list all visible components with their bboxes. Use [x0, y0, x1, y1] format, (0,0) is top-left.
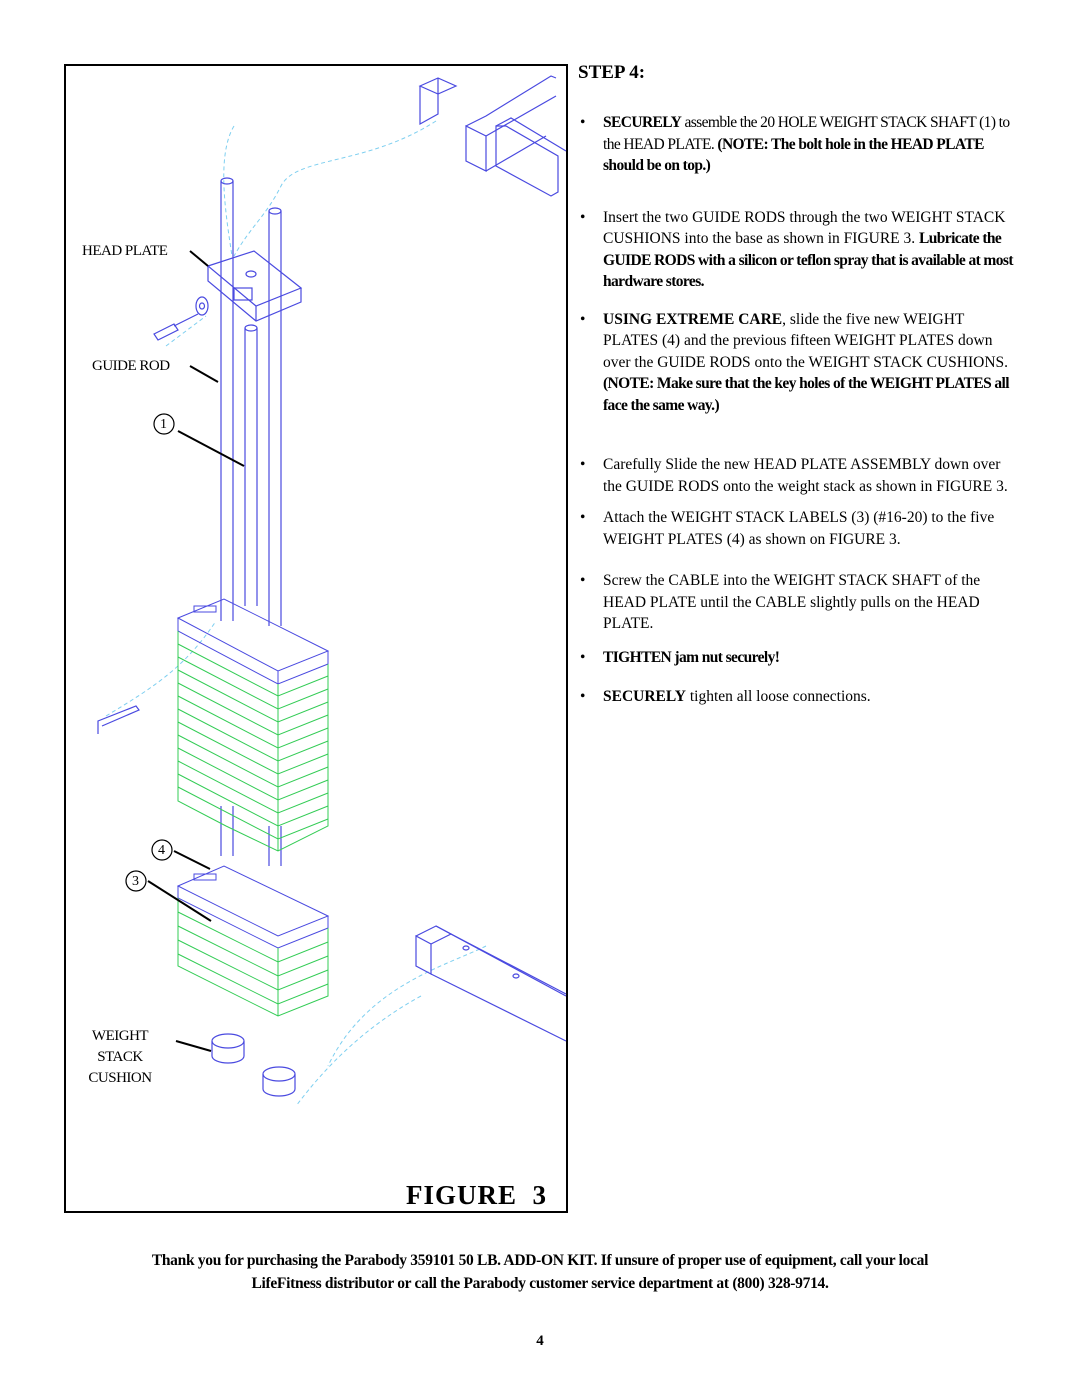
bullet-icon: •	[580, 572, 586, 589]
instruction-lead: TIGHTEN jam nut securely!	[603, 648, 780, 666]
part-number-circles	[125, 413, 175, 892]
callout-cushion-line-1: WEIGHT	[91, 1028, 149, 1044]
instruction-text: assemble the 20 HOLE WEIGHT STACK SHAFT …	[603, 114, 1010, 153]
cable-path	[105, 120, 487, 1107]
instruction-lead: SECURELY	[603, 688, 686, 705]
part-number-4: 4	[158, 843, 165, 858]
footer-note: Thank you for purchasing the Parabody 35…	[60, 1249, 1020, 1295]
callout-cushion-line-3: CUSHION	[88, 1070, 152, 1086]
footer-line-1: Thank you for purchasing the Parabody 35…	[151, 1252, 929, 1269]
selector-pin	[97, 705, 140, 734]
instruction-text: tighten all loose connections.	[686, 688, 871, 705]
part-number-1: 1	[160, 417, 167, 432]
callout-head-plate: HEAD PLATE	[82, 243, 168, 259]
step-title: STEP 4:	[578, 62, 646, 83]
guide-rods	[220, 177, 282, 866]
instruction-text: Screw the CABLE into the WEIGHT STACK SH…	[603, 572, 981, 632]
figure-caption: FIGURE 3	[406, 1180, 548, 1210]
instruction-text: Insert the two GUIDE RODS through the tw…	[603, 208, 1006, 248]
instruction-lead: SECURELY	[603, 114, 682, 131]
callout-guide-rod: GUIDE ROD	[92, 358, 170, 374]
instruction-item: • Insert the two GUIDE RODS through the …	[578, 207, 1023, 293]
bolt-washer	[153, 296, 209, 341]
bullet-icon: •	[580, 509, 586, 526]
bullet-icon: •	[580, 648, 585, 666]
bullet-icon: •	[580, 688, 586, 705]
frame-tube-top	[418, 75, 567, 197]
callout-cushion-line-2: STACK	[97, 1049, 143, 1065]
weight-stack-cushions	[211, 1033, 296, 1097]
weight-stack-shaft	[244, 324, 258, 606]
weight-stack-upper	[176, 598, 330, 852]
instruction-text: Attach the WEIGHT STACK LABELS (3) (#16-…	[603, 509, 995, 548]
instruction-note: Lubricate the GUIDE RODS with a silicon …	[603, 230, 1014, 290]
callout-weight-stack-cushion: WEIGHT STACK CUSHION	[78, 1026, 162, 1089]
bullet-icon: •	[580, 310, 586, 328]
figure-3-frame: HEAD PLATE GUIDE ROD WEIGHT STACK CUSHIO…	[64, 64, 568, 1213]
page-number: 4	[536, 1333, 544, 1349]
assembly-diagram	[97, 75, 567, 1107]
frame-tube-bottom	[415, 925, 567, 1042]
head-plate	[206, 250, 303, 322]
instruction-item: • SECURELY tighten all loose connections…	[578, 686, 1023, 708]
bullet-icon: •	[580, 114, 585, 131]
instruction-text: Carefully Slide the new HEAD PLATE ASSEM…	[603, 456, 1008, 495]
instruction-item: • USING EXTREME CARE, slide the five new…	[578, 309, 1023, 417]
footer-line-2: LifeFitness distributor or call the Para…	[251, 1275, 829, 1292]
instruction-note: (NOTE: The bolt hole in the HEAD PLATE s…	[603, 135, 984, 175]
instruction-item: • SECURELY assemble the 20 HOLE WEIGHT S…	[578, 112, 1023, 177]
part-number-3: 3	[132, 874, 139, 889]
instruction-item: • Screw the CABLE into the WEIGHT STACK …	[578, 570, 1023, 635]
bullet-icon: •	[580, 456, 586, 473]
weight-stack-lower	[176, 865, 330, 1017]
bullet-icon: •	[580, 208, 586, 226]
leader-lines	[147, 250, 245, 1052]
step-instructions: STEP 4: • SECURELY assemble the 20 HOLE …	[578, 62, 1023, 708]
instruction-lead: USING EXTREME CARE	[603, 310, 783, 328]
instruction-item: • Attach the WEIGHT STACK LABELS (3) (#1…	[578, 507, 1023, 550]
instruction-item: • Carefully Slide the new HEAD PLATE ASS…	[578, 454, 1023, 497]
instruction-text: , slide the five new WEIGHT PLATES (4) a…	[603, 310, 1009, 371]
instruction-item: • TIGHTEN jam nut securely!	[578, 647, 1023, 669]
instruction-note: (NOTE: Make sure that the key holes of t…	[603, 375, 1010, 414]
